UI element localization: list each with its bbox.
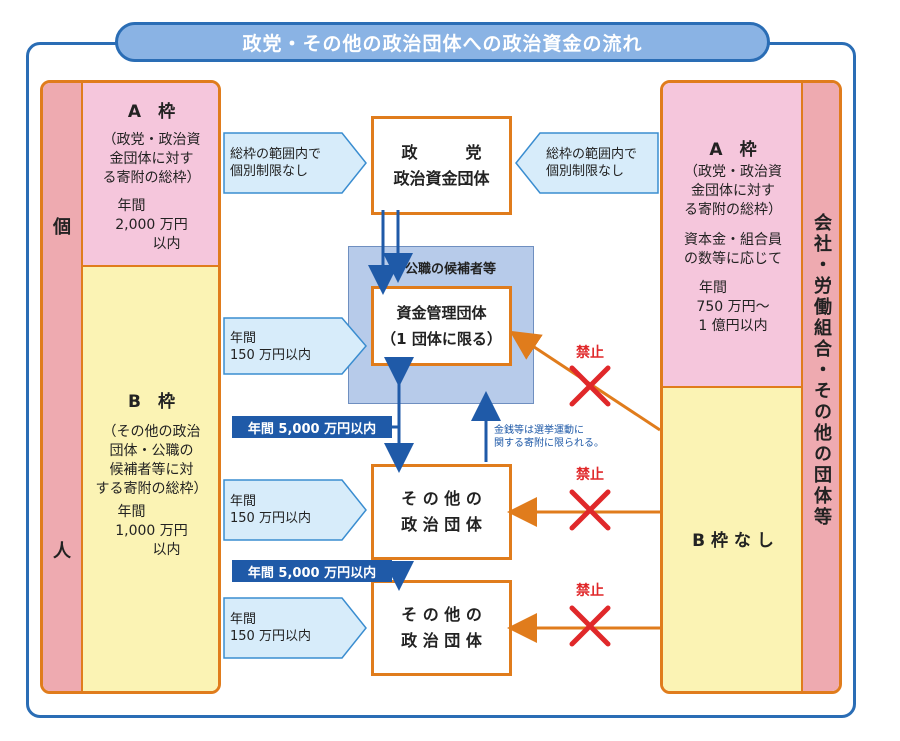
individual-b-heading: B 枠 [128, 392, 175, 412]
organization-b-frame: B 枠 な し [663, 388, 803, 691]
transfer-limit-label-2: 年間 5,000 万円以内 [232, 560, 392, 582]
prohibited-label-2: 禁止 [576, 467, 604, 483]
arrow-individual-to-other2 [223, 597, 367, 659]
individual-label-top: 個 [53, 217, 71, 238]
organization-side-strip: 会社・労働組合・その他の団体等 [803, 83, 839, 691]
label-individual-to-other1: 年間 150 万円以内 [230, 494, 311, 526]
individual-b-limit: 年間 1,000 万円 以内 [115, 504, 188, 558]
individual-side-strip: 個 人 [43, 83, 81, 691]
arrow-individual-to-other1 [223, 479, 367, 541]
prohibited-label-1: 禁止 [576, 345, 604, 361]
organization-b-heading: B 枠 な し [692, 531, 774, 551]
individual-b-desc: （その他の政治 団体・公職の 候補者等に対 する寄附の総枠） [95, 424, 208, 497]
election-note: 金銭等は選挙運動に 関する寄附に限られる。 [494, 425, 604, 449]
individual-b-frame: B 枠 （その他の政治 団体・公職の 候補者等に対 する寄附の総枠） 年間 1,… [81, 267, 218, 691]
prohibit-x-icon-3 [569, 605, 611, 647]
prohibited-label-3: 禁止 [576, 583, 604, 599]
other-political-group-1: そ の 他 の 政 治 団 体 [371, 464, 512, 560]
fund-management-box: 資金管理団体 （1 団体に限る） [371, 286, 512, 366]
label-individual-to-other2: 年間 150 万円以内 [230, 612, 311, 644]
other-political-group-2: そ の 他 の 政 治 団 体 [371, 580, 512, 676]
label-individual-to-fund: 年間 150 万円以内 [230, 331, 311, 363]
organization-a-basis: 資本金・組合員 の数等に応じて [684, 232, 782, 267]
arrow-organization-to-party [515, 132, 659, 194]
organization-a-frame: A 枠 （政党・政治資 金団体に対す る寄附の総枠） 資本金・組合員 の数等に応… [663, 83, 803, 388]
prohibit-x-icon-2 [569, 489, 611, 531]
candidate-label: 公職の候補者等 [405, 262, 497, 277]
individual-a-frame: A 枠 （政党・政治資 金団体に対す る寄附の総枠） 年間 2,000 万円 以… [81, 83, 218, 267]
individual-label-bottom: 人 [53, 541, 71, 562]
arrow-individual-to-party [223, 132, 367, 194]
label-individual-to-party: 総枠の範囲内で 個別制限なし [230, 147, 322, 179]
individual-a-desc: （政党・政治資 金団体に対す る寄附の総枠） [102, 132, 201, 186]
organization-panel: A 枠 （政党・政治資 金団体に対す る寄附の総枠） 資本金・組合員 の数等に応… [660, 80, 842, 694]
prohibit-x-icon-1 [569, 365, 611, 407]
organization-label: 会社・労働組合・その他の団体等 [811, 213, 832, 528]
transfer-limit-label-1: 年間 5,000 万円以内 [232, 416, 392, 438]
label-organization-to-party: 総枠の範囲内で 個別制限なし [546, 147, 638, 179]
organization-a-heading: A 枠 [709, 140, 757, 160]
individual-a-limit: 年間 2,000 万円 以内 [115, 198, 188, 252]
party-box: 政 党 政治資金団体 [371, 116, 512, 215]
diagram-title: 政党・その他の政治団体への政治資金の流れ [115, 22, 770, 62]
arrow-individual-to-fund [223, 317, 367, 375]
organization-a-limit: 年間 750 万円～ 1 億円以内 [696, 280, 770, 334]
organization-a-desc: （政党・政治資 金団体に対す る寄附の総枠） [684, 164, 782, 218]
individual-panel: 個 人 A 枠 （政党・政治資 金団体に対す る寄附の総枠） 年間 2,000 … [40, 80, 221, 694]
individual-a-heading: A 枠 [127, 102, 176, 122]
